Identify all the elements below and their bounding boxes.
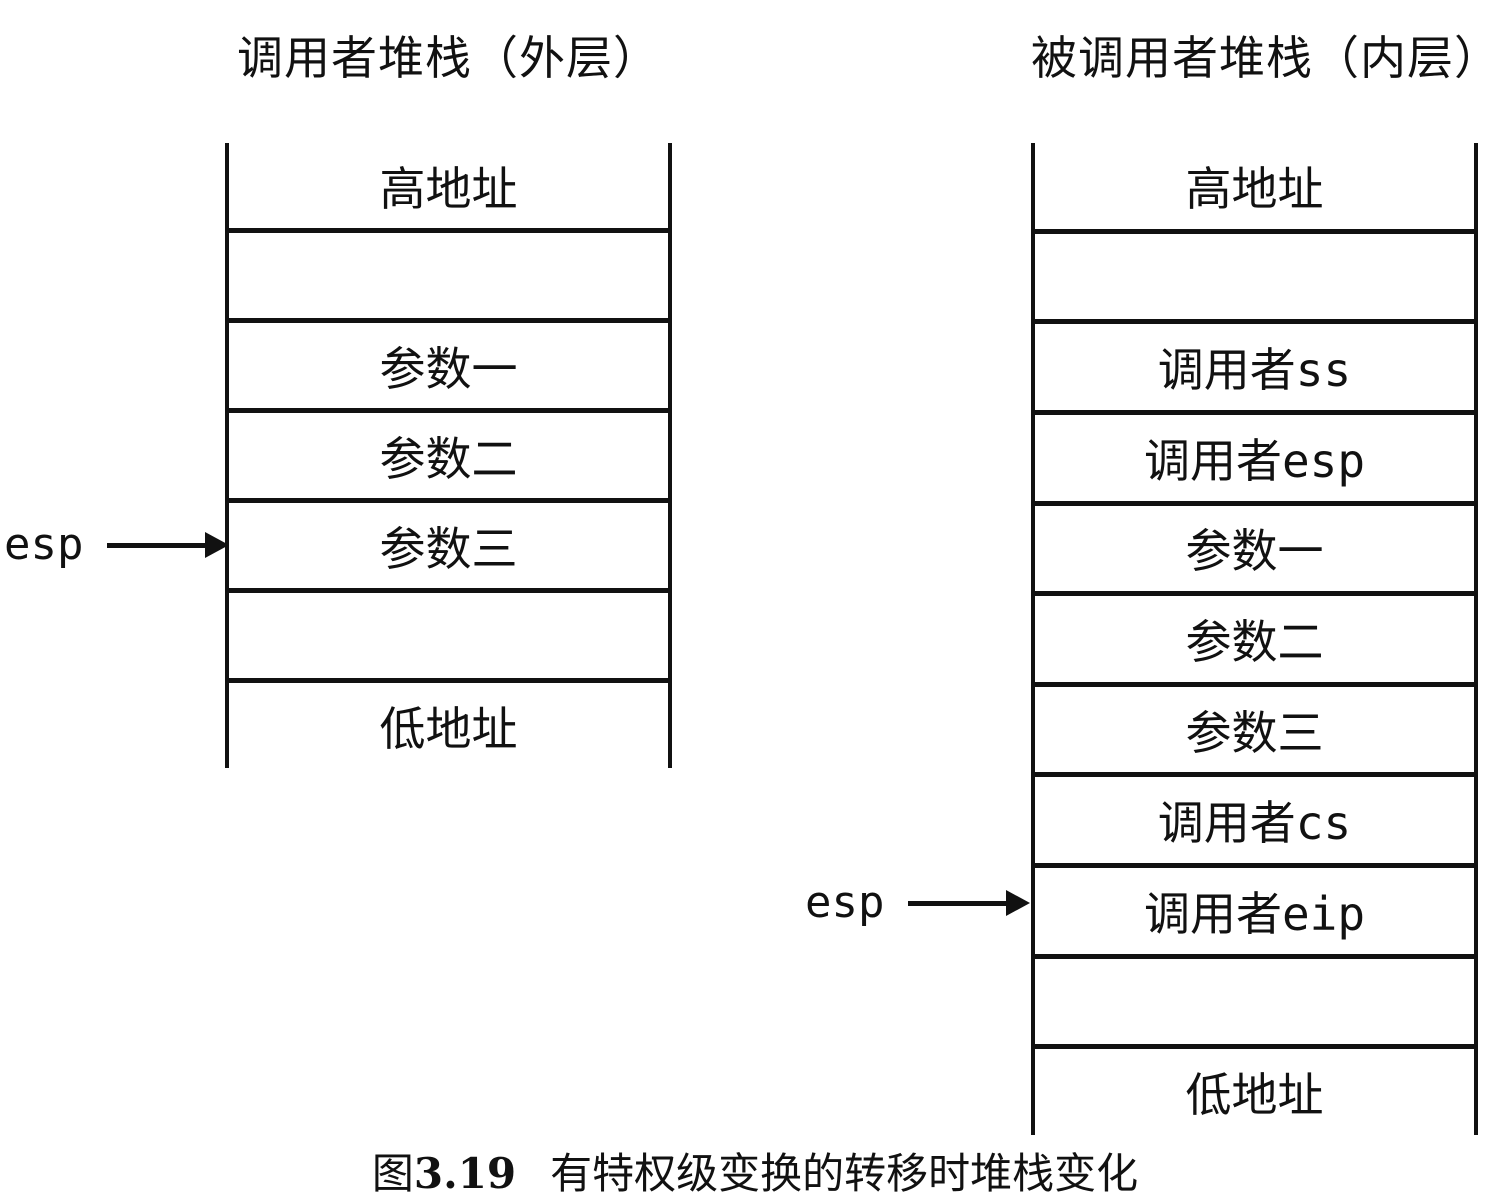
cell-label: 调用者ss — [1157, 343, 1352, 398]
cell-label: 参数三 — [379, 521, 518, 576]
esp-arrow — [908, 890, 1031, 916]
caller-cell-high-address: 高地址 — [229, 143, 668, 233]
callee-cell-caller-eip: 调用者eip — [1035, 868, 1474, 959]
caption-text: 有特权级变换的转移时堆栈变化 — [550, 1149, 1139, 1198]
callee-cell-caller-cs: 调用者cs — [1035, 777, 1474, 869]
callee-stack: 高地址 调用者ss 调用者esp 参数一 参数二 参数三 调用者cs 调用者ei… — [1031, 143, 1478, 1135]
callee-cell-param3: 参数三 — [1035, 687, 1474, 778]
callee-cell-caller-ss: 调用者ss — [1035, 324, 1474, 415]
callee-cell-caller-esp: 调用者esp — [1035, 415, 1474, 506]
caption-number: 3.19 — [413, 1149, 517, 1198]
caller-cell-low-address: 低地址 — [229, 683, 668, 768]
cell-label: 参数二 — [1185, 615, 1324, 670]
arrow-right-icon — [1006, 890, 1031, 916]
caller-cell-empty-top — [229, 233, 668, 323]
cell-label: 参数三 — [1185, 705, 1324, 760]
cell-label: 调用者esp — [1143, 433, 1366, 488]
callee-cell-low-address: 低地址 — [1035, 1049, 1474, 1135]
caller-cell-param3: 参数三 — [229, 503, 668, 593]
caller-stack: 高地址 参数一 参数二 参数三 低地址 — [225, 143, 672, 768]
cell-label: 低地址 — [1185, 1068, 1324, 1123]
callee-stack-title: 被调用者堆栈（内层） — [1031, 31, 1501, 85]
cell-label: 参数一 — [1185, 524, 1324, 579]
callee-cell-param2: 参数二 — [1035, 596, 1474, 687]
cell-label: 高地址 — [1185, 161, 1324, 216]
cell-label: 调用者cs — [1157, 796, 1352, 851]
arrow-right-icon — [205, 532, 230, 558]
callee-cell-empty-bottom — [1035, 959, 1474, 1050]
caller-cell-empty-bottom — [229, 593, 668, 683]
callee-cell-high-address: 高地址 — [1035, 143, 1474, 234]
cell-label: 参数二 — [379, 431, 518, 486]
esp-pointer-callee: esp — [805, 875, 1031, 931]
cell-label: 参数一 — [379, 341, 518, 396]
esp-register-label: esp — [805, 877, 885, 928]
cell-label: 低地址 — [379, 701, 518, 756]
esp-arrow — [107, 532, 230, 558]
caption-prefix: 图 — [371, 1149, 414, 1198]
esp-pointer-caller: esp — [4, 517, 230, 573]
caller-cell-param1: 参数一 — [229, 323, 668, 413]
caller-stack-title: 调用者堆栈（外层） — [237, 31, 660, 85]
callee-cell-param1: 参数一 — [1035, 506, 1474, 597]
callee-cell-empty-top — [1035, 234, 1474, 325]
cell-label: 高地址 — [379, 161, 518, 216]
caller-cell-param2: 参数二 — [229, 413, 668, 503]
cell-label: 调用者eip — [1143, 886, 1366, 941]
arrow-shaft — [908, 900, 1007, 906]
arrow-shaft — [107, 542, 206, 548]
figure-caption: 图3.19 有特权级变换的转移时堆栈变化 — [0, 1140, 1510, 1201]
esp-register-label: esp — [4, 519, 84, 570]
